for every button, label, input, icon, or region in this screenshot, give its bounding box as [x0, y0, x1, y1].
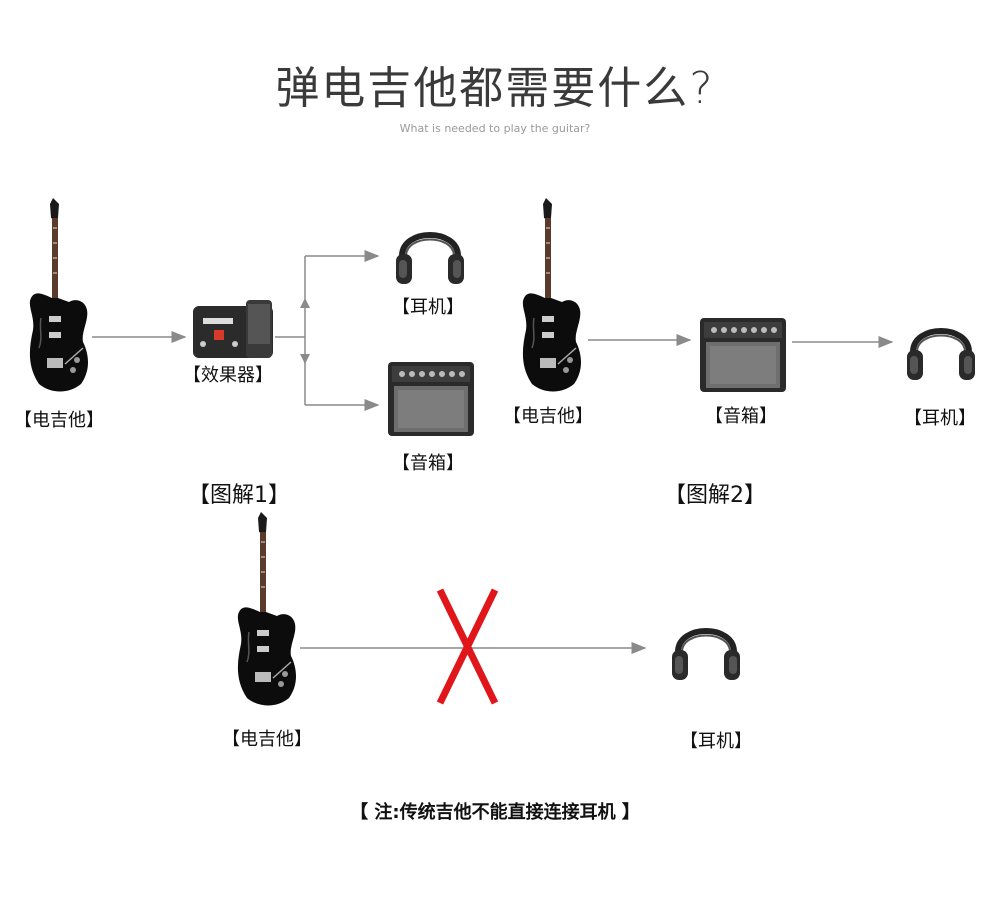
- guitar-label: 【电吉他】: [222, 729, 312, 750]
- headphones-label: 【耳机】: [680, 731, 752, 752]
- headphones-label: 【耳机】: [392, 297, 464, 318]
- guitar-label: 【电吉他】: [14, 410, 104, 431]
- caption-diagram-1: 【图解1】: [188, 483, 290, 508]
- amp-label: 【音箱】: [705, 406, 777, 427]
- headphones-icon: [396, 235, 464, 284]
- guitar-icon: [237, 511, 297, 707]
- caption-diagram-2: 【图解2】: [664, 483, 766, 508]
- headphones-icon: [907, 331, 975, 380]
- page-subtitle: What is needed to play the guitar?: [399, 122, 591, 135]
- amp-label: 【音箱】: [392, 453, 464, 474]
- branch-arrow-down: [300, 354, 310, 364]
- effects-pedal-icon: [193, 300, 273, 358]
- guitar-label: 【电吉他】: [503, 406, 593, 427]
- branch-arrow-up: [300, 298, 310, 308]
- guitar-icon: [522, 197, 582, 393]
- headphones-icon: [672, 631, 740, 680]
- amplifier-icon: [388, 362, 474, 436]
- footnote: 【 注:传统吉他不能直接连接耳机 】: [350, 802, 640, 823]
- guitar-icon: [29, 197, 89, 393]
- amplifier-icon: [700, 318, 786, 392]
- pedal-label: 【效果器】: [183, 365, 273, 386]
- headphones-label: 【耳机】: [904, 408, 976, 429]
- page-title: 弹电吉他都需要什么?: [275, 63, 715, 114]
- cross-mark-icon: [436, 588, 499, 705]
